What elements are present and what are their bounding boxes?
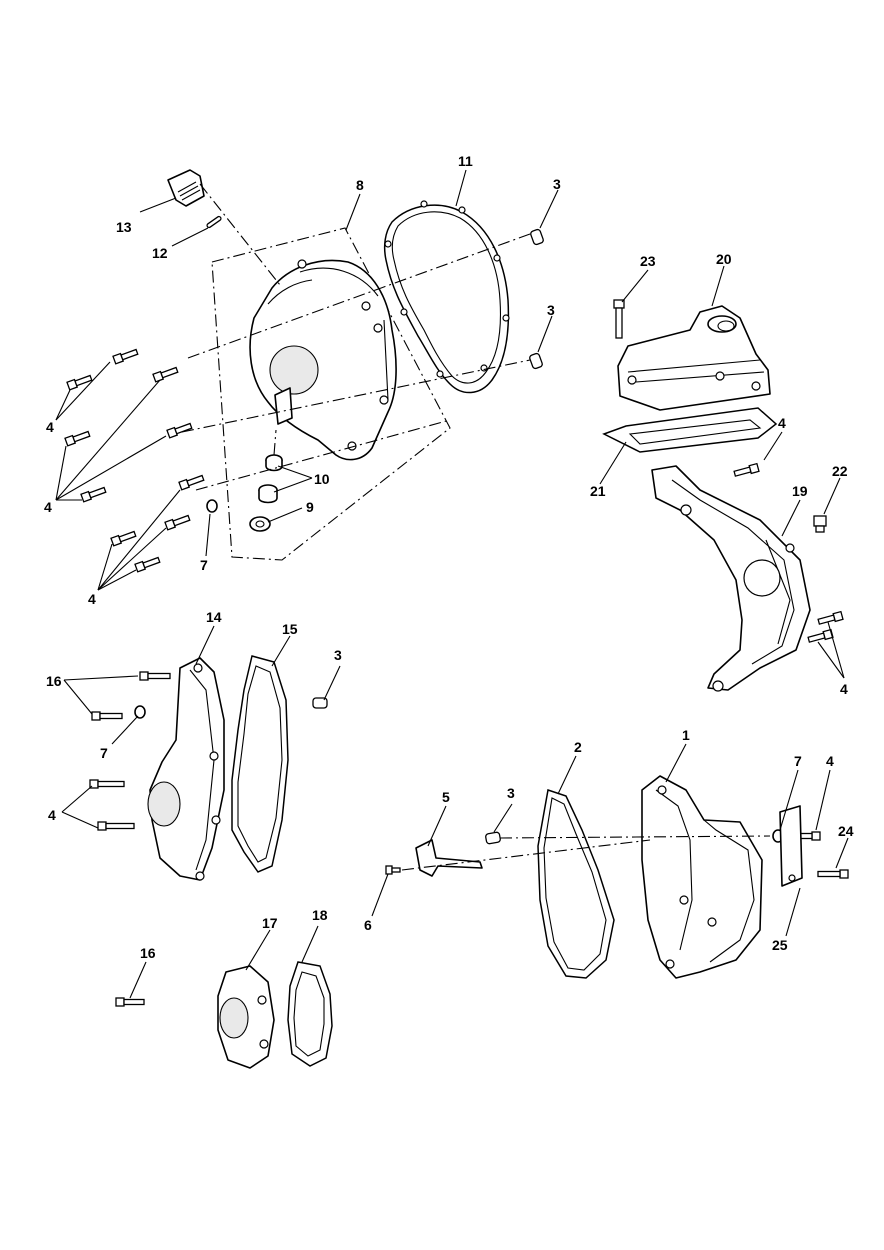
dowel-pin[interactable] — [312, 697, 328, 709]
leader-lines — [55, 169, 849, 999]
callout-1: 1 — [682, 727, 690, 743]
dowel-pin[interactable] — [485, 831, 501, 845]
callout-4: 4 — [88, 591, 96, 607]
spacer-bushing[interactable] — [265, 454, 283, 472]
alternator-cover-gasket[interactable] — [383, 204, 510, 394]
callout-18: 18 — [312, 907, 328, 923]
inspection-cover[interactable] — [217, 965, 275, 1069]
cover-plate[interactable] — [779, 805, 803, 887]
callout-3: 3 — [507, 785, 515, 801]
callout-8: 8 — [356, 177, 364, 193]
callout-2: 2 — [574, 739, 582, 755]
bracket[interactable] — [415, 839, 483, 877]
callout-3: 3 — [553, 176, 561, 192]
clutch-cover-gasket[interactable] — [537, 789, 615, 979]
callout-4: 4 — [826, 753, 834, 769]
callout-17: 17 — [262, 915, 278, 931]
callout-4: 4 — [778, 415, 786, 431]
callout-3: 3 — [547, 302, 555, 318]
gasket-bolt-holes — [384, 200, 510, 378]
callout-labels: 13 12 8 11 3 3 4 4 4 7 10 9 23 20 21 4 2… — [44, 153, 854, 961]
callout-19: 19 — [792, 483, 808, 499]
callout-25: 25 — [772, 937, 788, 953]
bolt-clutch-cover[interactable] — [793, 831, 849, 879]
callout-21: 21 — [590, 483, 606, 499]
callout-6: 6 — [364, 917, 372, 933]
alternator-cover-gasket-inner — [391, 211, 501, 384]
sealing-washer[interactable] — [206, 499, 218, 513]
bolts-starter-cover[interactable] — [89, 671, 171, 831]
callout-4: 4 — [48, 807, 56, 823]
callout-20: 20 — [716, 251, 732, 267]
inspection-cover-gasket[interactable] — [287, 961, 333, 1067]
alignment-lines-bottom — [401, 835, 771, 871]
callout-4: 4 — [46, 419, 54, 435]
bolts-cover-left[interactable] — [64, 348, 205, 573]
callout-9: 9 — [306, 499, 314, 515]
callout-14: 14 — [206, 609, 222, 625]
callout-16: 16 — [46, 673, 62, 689]
sealing-bolt[interactable] — [813, 515, 827, 533]
breather-cover[interactable] — [617, 305, 771, 411]
screw[interactable] — [385, 865, 401, 875]
callout-4: 4 — [44, 499, 52, 515]
starter-cover-gasket[interactable] — [231, 655, 289, 873]
callout-11: 11 — [458, 153, 473, 169]
alignment-lines-top — [181, 183, 531, 491]
bolt-breather[interactable] — [613, 299, 625, 339]
callout-24: 24 — [838, 823, 854, 839]
callout-7: 7 — [100, 745, 108, 761]
cover-group-outline — [211, 227, 451, 561]
callout-12: 12 — [152, 245, 168, 261]
sprocket-cover[interactable] — [651, 465, 811, 692]
o-ring[interactable] — [206, 215, 222, 229]
alternator-cover[interactable] — [249, 259, 397, 461]
callout-10: 10 — [314, 471, 330, 487]
callout-13: 13 — [116, 219, 132, 235]
clutch-cover[interactable] — [641, 775, 763, 979]
oil-seal[interactable] — [249, 516, 271, 532]
spacer-bushing[interactable] — [258, 484, 278, 504]
callout-4: 4 — [840, 681, 848, 697]
dowel-pin[interactable] — [529, 352, 543, 370]
dowel-pin[interactable] — [530, 228, 544, 246]
callout-7: 7 — [200, 557, 208, 573]
sealing-washer[interactable] — [134, 705, 146, 719]
starter-cover[interactable] — [147, 657, 225, 881]
callout-23: 23 — [640, 253, 656, 269]
callout-3: 3 — [334, 647, 342, 663]
bolt-inspection-cover[interactable] — [115, 997, 145, 1007]
callout-5: 5 — [442, 789, 450, 805]
callout-22: 22 — [832, 463, 848, 479]
oil-filler-plug[interactable] — [167, 169, 205, 207]
callout-7: 7 — [794, 753, 802, 769]
callout-15: 15 — [282, 621, 298, 637]
breather-gasket[interactable] — [602, 407, 778, 453]
callout-16: 16 — [140, 945, 156, 961]
